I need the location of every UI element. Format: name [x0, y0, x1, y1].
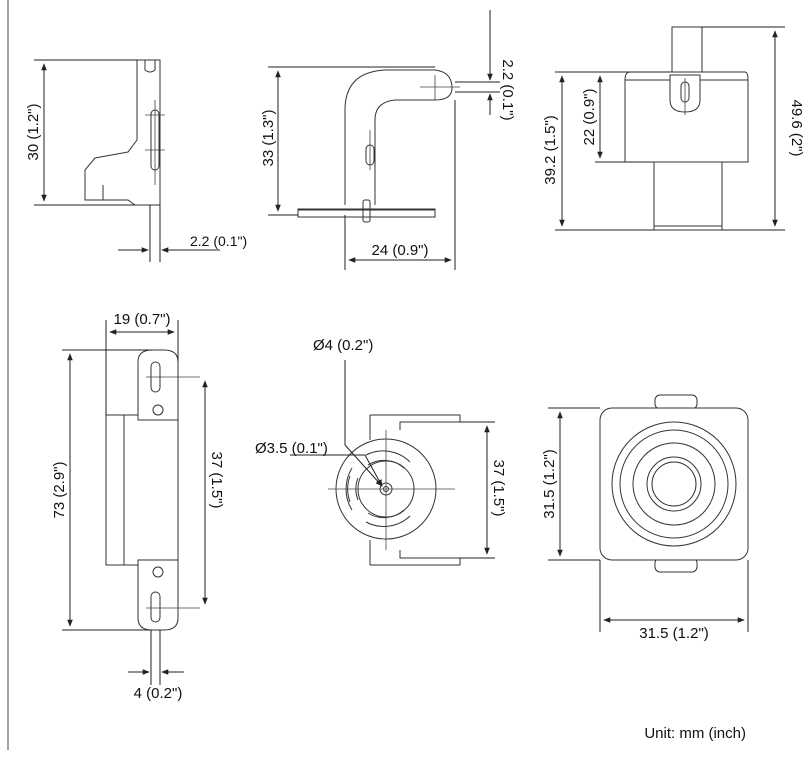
dim-total-height: 49.6 (2")	[788, 99, 805, 156]
dim-slot-hole: Ø3.5 (0.1")	[255, 440, 328, 457]
camera-front-view	[548, 394, 749, 632]
unit-note: Unit: mm (inch)	[644, 725, 746, 742]
dim-center-hole: Ø4 (0.2")	[313, 337, 373, 354]
side-profile-view	[34, 59, 220, 262]
dim-body-height: 22 (0.9")	[581, 88, 598, 145]
dim-mount-span: 37 (1.5")	[490, 459, 507, 516]
dim-bracket-top-thickness: 2.2 (0.1")	[499, 59, 516, 120]
dim-side-thickness: 2.2 (0.1")	[190, 233, 247, 249]
dim-side-height: 30 (1.2")	[25, 103, 42, 160]
dim-slot-width: 4 (0.2")	[134, 685, 183, 702]
dim-front-height: 31.5 (1.2")	[541, 449, 558, 519]
mounting-plate-view	[62, 320, 208, 685]
dim-bracket-depth: 24 (0.9")	[371, 242, 428, 259]
circular-mount-view	[290, 360, 495, 566]
dim-hole-spacing: 37 (1.5")	[208, 451, 225, 508]
dim-front-width: 31.5 (1.2")	[639, 625, 709, 642]
dim-plate-width: 19 (0.7")	[113, 311, 170, 328]
dim-bracket-height: 33 (1.3")	[260, 109, 277, 166]
camera-side-view	[555, 26, 785, 231]
l-bracket-view	[268, 10, 500, 270]
dim-lower-height: 39.2 (1.5")	[542, 115, 559, 185]
dim-plate-length: 73 (2.9")	[51, 461, 68, 518]
